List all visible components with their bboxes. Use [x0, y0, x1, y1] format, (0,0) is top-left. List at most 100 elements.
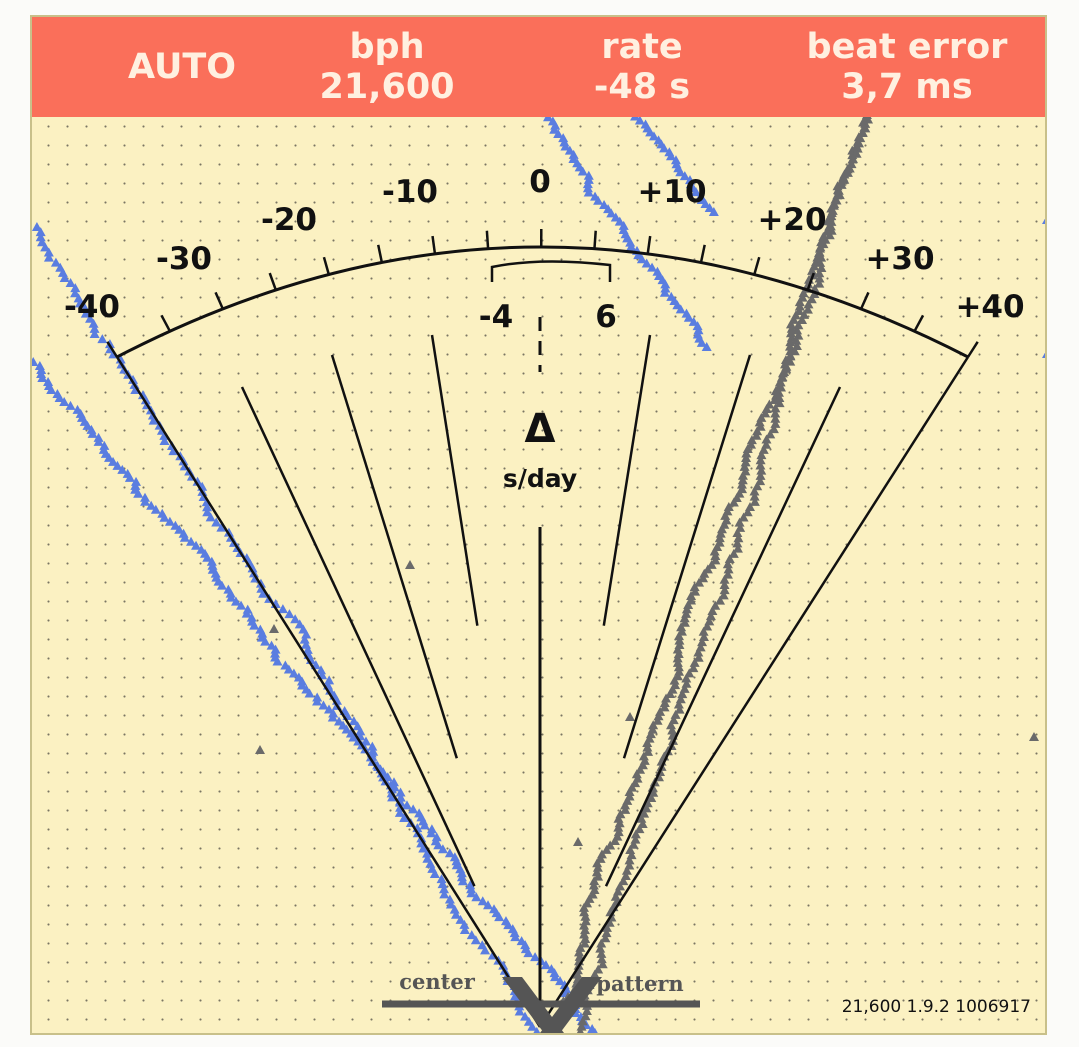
trace-point — [691, 187, 702, 197]
trace-point — [719, 574, 730, 584]
timegrapher-display: -40 -30 -20 -10 0 +10 +20 +30 +40 -4 6 Δ… — [30, 15, 1047, 1035]
trace-point — [80, 303, 91, 313]
bph-readout: bph 21,600 — [307, 27, 467, 107]
trace-point — [258, 588, 269, 598]
trace-point — [728, 497, 739, 507]
trace-point — [241, 608, 252, 618]
dial-tick — [806, 272, 815, 291]
trace-point — [216, 522, 227, 532]
trace-point — [716, 524, 727, 534]
trace-point — [659, 702, 670, 712]
trace-point — [720, 510, 731, 520]
trace-point — [108, 456, 119, 466]
trace-point — [593, 871, 604, 881]
trace-point — [592, 1028, 598, 1033]
trace-point — [728, 548, 739, 558]
trace-point — [738, 512, 749, 522]
trace-point — [614, 216, 625, 226]
trace-point — [555, 976, 566, 986]
trace-point — [304, 688, 315, 698]
trace-point — [641, 258, 652, 268]
trace-point — [708, 207, 719, 216]
trace-point — [689, 657, 700, 667]
trace-point — [749, 491, 760, 501]
trace-point — [791, 335, 802, 345]
trace-point — [693, 325, 704, 335]
trace-point — [159, 512, 170, 522]
trace-point — [494, 912, 505, 922]
mode-indicator[interactable]: AUTO — [92, 47, 272, 87]
trace-point — [636, 813, 647, 823]
trace-point — [816, 237, 827, 247]
tolerance-max-label: 6 — [595, 299, 617, 335]
trace-point — [527, 1021, 538, 1031]
dial-rays — [115, 317, 970, 1028]
trace-point — [43, 247, 54, 257]
trace-point — [246, 612, 257, 622]
trace-point — [821, 226, 832, 236]
trace-point — [46, 384, 57, 394]
trace-point — [466, 884, 477, 894]
trace-point — [803, 299, 814, 309]
trace-point — [803, 279, 814, 289]
trace-point — [733, 533, 744, 543]
trace-point — [133, 488, 144, 498]
dial-tick — [966, 341, 979, 358]
bph-label: bph — [349, 27, 425, 67]
trace-point — [579, 929, 590, 939]
trace-point — [737, 470, 748, 480]
trace-point — [755, 460, 766, 470]
dial-tick — [699, 244, 706, 263]
trace-point — [394, 807, 405, 817]
pattern-label: pattern — [596, 971, 683, 996]
trace-point — [572, 969, 583, 979]
trace-point — [774, 392, 785, 402]
trace-point — [510, 932, 521, 942]
trace-point — [722, 559, 733, 569]
trace-point — [579, 920, 590, 930]
trace-point — [785, 356, 796, 366]
trace-point — [672, 644, 683, 654]
trace-point — [43, 376, 54, 386]
trace-point — [225, 588, 236, 598]
trace-point — [43, 252, 54, 262]
trace-point — [459, 925, 470, 935]
trace-point — [596, 1032, 598, 1033]
trace-point — [858, 117, 869, 127]
scale-label-m20: -20 — [261, 202, 317, 238]
dial-tick — [160, 314, 171, 332]
scale-label-p40: +40 — [955, 289, 1024, 325]
trace-point — [749, 486, 760, 496]
trace-point — [797, 315, 808, 325]
trace-outlier — [1042, 352, 1045, 358]
trace-point — [741, 448, 752, 458]
dial-ray — [538, 356, 970, 1028]
trace-point — [301, 629, 312, 639]
trace-point — [444, 848, 455, 858]
trace-point — [54, 392, 65, 402]
trace-point — [740, 457, 751, 467]
trace-point — [88, 318, 99, 328]
trace-point — [323, 704, 334, 714]
trace-point — [540, 960, 551, 970]
trace-point — [471, 892, 482, 902]
trace-point — [159, 435, 170, 445]
trace-point — [348, 716, 359, 726]
trace-point — [87, 428, 98, 438]
trace-point — [676, 622, 687, 632]
trace-point — [148, 415, 159, 425]
rate-readout: rate -48 s — [572, 27, 712, 107]
trace-point — [672, 653, 683, 663]
trace-point — [408, 804, 419, 814]
trace-point — [418, 843, 429, 853]
trace-point — [620, 804, 631, 814]
trace-point — [732, 543, 743, 553]
trace-point — [652, 715, 663, 725]
trace-point — [625, 844, 636, 854]
trace-point — [146, 500, 157, 510]
trace-point — [694, 577, 705, 587]
center-pattern-bar: center pattern — [382, 969, 700, 1033]
trace-point — [794, 301, 805, 311]
trace-point — [785, 351, 796, 361]
trace-point — [698, 573, 709, 583]
